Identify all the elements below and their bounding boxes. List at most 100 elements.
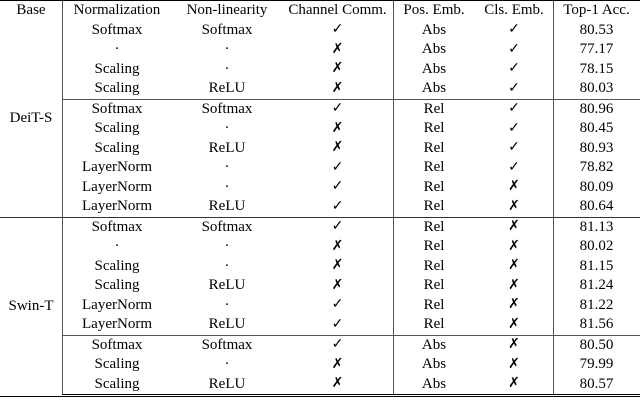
cell-top1-acc: 77.17 <box>553 40 640 60</box>
cell-cls-emb: ✗ <box>475 334 553 355</box>
cell-nonlinearity: ReLU <box>208 316 246 333</box>
cell-nonlinearity: · <box>224 356 230 373</box>
cell-channel-comm: ✗ <box>331 61 344 77</box>
cell-normalization: LayerNorm <box>62 315 172 335</box>
cell-normalization: LayerNorm <box>62 158 172 178</box>
cell-normalization: Softmax <box>62 98 172 119</box>
cell-channel-comm: ✓ <box>331 179 344 195</box>
base-model-label: DeiT-S <box>9 110 53 126</box>
cell-pos-emb: Rel <box>393 178 475 198</box>
cell-nonlinearity: Softmax <box>172 98 282 119</box>
cell-cls-emb: ✗ <box>508 179 520 195</box>
cell-cls-emb: ✗ <box>508 297 520 313</box>
cell-cls-emb: ✓ <box>508 61 520 77</box>
cell-channel-comm: ✗ <box>331 140 344 156</box>
cell-nonlinearity: · <box>224 159 230 176</box>
cell-top1-acc: 80.53 <box>553 21 640 41</box>
cell-pos-emb: Rel <box>393 237 475 257</box>
cell-nonlinearity: · <box>224 120 230 137</box>
cell-channel-comm: ✓ <box>331 198 344 214</box>
cell-cls-emb: ✓ <box>508 41 520 57</box>
cell-nonlinearity: Softmax <box>201 21 253 38</box>
table-row: ··✗Rel✗80.02 <box>0 237 640 257</box>
cell-pos-emb: Rel <box>393 276 475 296</box>
cell-normalization: Scaling <box>62 374 172 395</box>
cell-pos-emb: Rel <box>393 98 475 119</box>
cell-top1-acc: 80.02 <box>553 237 640 257</box>
column-header-base: Base <box>0 0 62 21</box>
cell-pos-emb: Rel <box>393 216 475 237</box>
cell-cls-emb: ✓ <box>508 22 520 38</box>
cell-normalization: LayerNorm <box>62 178 172 198</box>
cell-cls-emb: ✗ <box>475 374 553 395</box>
cell-normalization: · <box>62 237 172 257</box>
cell-channel-comm: ✗ <box>331 238 344 254</box>
cell-pos-emb: Rel <box>393 257 475 277</box>
cell-cls-emb: ✓ <box>508 159 520 175</box>
cell-normalization: Scaling <box>62 79 172 99</box>
cell-cls-emb: ✗ <box>475 216 553 237</box>
cell-top1-acc: 81.24 <box>553 276 640 296</box>
column-header-nonlinearity: Non-linearity <box>172 0 282 21</box>
table-row: Scaling·✗Abs✓78.15 <box>0 60 640 80</box>
cell-nonlinearity: · <box>224 257 230 274</box>
cell-top1-acc: 81.15 <box>553 257 640 277</box>
cell-cls-emb: ✓ <box>508 120 520 136</box>
cell-channel-comm: ✗ <box>331 80 344 96</box>
cell-channel-comm: ✓ <box>282 334 393 355</box>
cell-pos-emb: Abs <box>393 79 475 99</box>
ablation-results-table: Base Normalization Non-linearity Channel… <box>0 0 640 395</box>
cell-top1-acc: 78.82 <box>553 158 640 178</box>
cell-normalization: Scaling <box>62 60 172 80</box>
cell-cls-emb: ✗ <box>508 277 520 293</box>
cell-channel-comm: ✓ <box>331 159 344 175</box>
cell-pos-emb: Abs <box>393 374 475 395</box>
base-model-label: Swin-T <box>0 216 62 395</box>
cell-nonlinearity: Softmax <box>172 216 282 237</box>
cell-channel-comm: ✗ <box>331 258 344 274</box>
cell-pos-emb: Rel <box>393 315 475 335</box>
cell-top1-acc: 81.22 <box>553 296 640 316</box>
cell-top1-acc: 81.56 <box>553 315 640 335</box>
cell-cls-emb: ✓ <box>508 140 520 156</box>
cell-pos-emb: Rel <box>393 296 475 316</box>
column-header-top1-acc: Top-1 Acc. <box>553 0 640 21</box>
cell-normalization: LayerNorm <box>62 296 172 316</box>
cell-top1-acc: 81.13 <box>553 216 640 237</box>
cell-nonlinearity: ReLU <box>208 139 246 156</box>
cell-pos-emb: Rel <box>393 139 475 159</box>
bottom-rule <box>0 396 640 397</box>
cell-top1-acc: 80.50 <box>553 334 640 355</box>
cell-nonlinearity: ReLU <box>208 198 246 215</box>
cell-normalization: Softmax <box>62 334 172 355</box>
cell-cls-emb: ✓ <box>508 80 520 96</box>
cell-pos-emb: Rel <box>393 197 475 217</box>
cell-channel-comm: ✓ <box>331 316 344 332</box>
cell-normalization: Softmax <box>62 216 172 237</box>
column-header-cls-emb: Cls. Emb. <box>475 0 553 21</box>
cell-top1-acc: 80.45 <box>553 119 640 139</box>
cell-channel-comm: ✓ <box>282 216 393 237</box>
cell-nonlinearity: · <box>224 238 230 255</box>
cell-cls-emb: ✗ <box>508 198 520 214</box>
cell-pos-emb: Abs <box>393 60 475 80</box>
cell-normalization: LayerNorm <box>62 197 172 217</box>
cell-cls-emb: ✗ <box>508 356 520 372</box>
column-header-channel-comm: Channel Comm. <box>282 0 393 21</box>
cell-nonlinearity: Softmax <box>172 334 282 355</box>
cell-normalization: Scaling <box>62 355 172 375</box>
table-header: Base Normalization Non-linearity Channel… <box>0 0 640 21</box>
table-row: LayerNorm·✓Rel✓78.82 <box>0 158 640 178</box>
table-row: Scaling·✗Rel✗81.15 <box>0 257 640 277</box>
table-row: LayerNorm·✓Rel✗80.09 <box>0 178 640 198</box>
cell-pos-emb: Abs <box>393 40 475 60</box>
